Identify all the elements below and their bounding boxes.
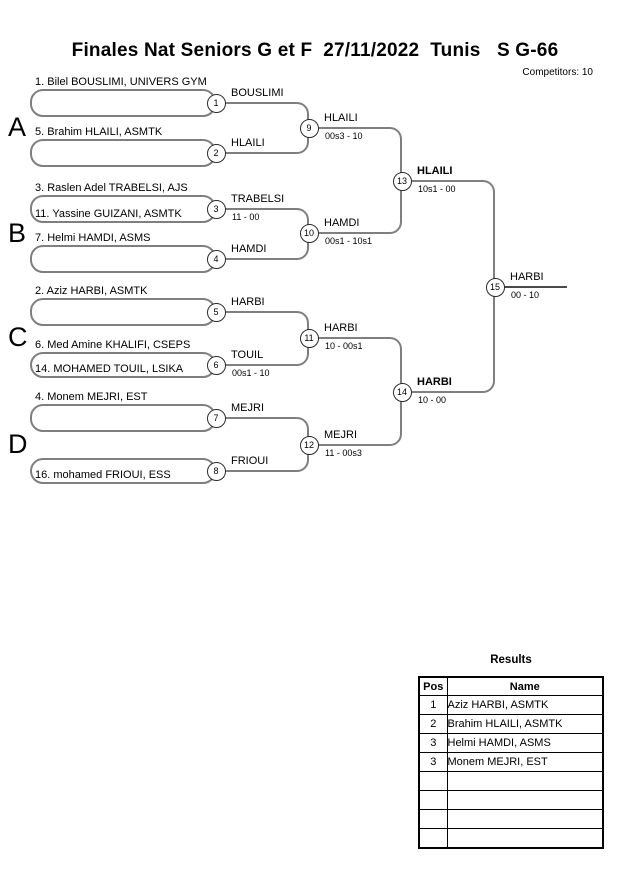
match-number-circle: 2: [206, 143, 226, 163]
match-number-circle: 9: [299, 118, 319, 138]
match-number-circle: 14: [392, 382, 412, 402]
match-number-circle: 15: [485, 277, 505, 297]
results-header-row: Pos Name: [418, 676, 604, 696]
entry-name: 6. Med Amine KHALIFI, CSEPS: [35, 339, 191, 351]
result-pos: [418, 771, 448, 791]
match-number-circle: 3: [206, 199, 226, 219]
match-number-circle: 12: [299, 435, 319, 455]
pair-bracket: [30, 245, 216, 273]
page-title: Finales Nat Seniors G et F 27/11/2022 Tu…: [71, 40, 559, 61]
result-pos: 2: [418, 714, 448, 734]
result-name: Brahim HLAILI, ASMTK: [446, 714, 604, 734]
match-score: 10 - 00: [418, 395, 447, 405]
result-pos: [418, 828, 448, 849]
match-number-circle: 7: [206, 408, 226, 428]
group-label-a: A: [8, 112, 27, 142]
match-score: 00 - 10: [511, 290, 540, 300]
table-row: [418, 828, 604, 849]
group-label-d: D: [8, 429, 28, 459]
entry-name: 1. Bilel BOUSLIMI, UNIVERS GYM: [35, 76, 207, 88]
match-winner: MEJRI: [324, 429, 357, 441]
match-winner: HAMDI: [324, 217, 360, 229]
result-name: Helmi HAMDI, ASMS: [446, 733, 604, 753]
table-row: 2 Brahim HLAILI, ASMTK: [418, 714, 604, 734]
group-label-b: B: [8, 218, 27, 248]
match-score: 11 - 00s3: [325, 448, 362, 458]
table-row: 3 Helmi HAMDI, ASMS: [418, 733, 604, 753]
results-col-pos: Pos: [418, 676, 448, 696]
result-name: [446, 809, 604, 829]
result-name: [446, 828, 604, 849]
pair-bracket: [30, 89, 216, 117]
match-number-circle: 1: [206, 93, 226, 113]
match-winner: FRIOUI: [231, 455, 269, 467]
match-winner: HARBI: [510, 271, 544, 283]
match-winner: HAMDI: [231, 243, 267, 255]
results-table: Pos Name 1 Aziz HARBI, ASMTK 2 Brahim HL…: [418, 676, 604, 849]
match-score: 00s3 - 10: [325, 131, 363, 141]
match-winner: HLAILI: [231, 137, 265, 149]
table-row: 3 Monem MEJRI, EST: [418, 752, 604, 772]
entry-name: 7. Helmi HAMDI, ASMS: [35, 232, 151, 244]
entry-name: 16. mohamed FRIOUI, ESS: [35, 469, 171, 481]
match-winner: HARBI: [417, 376, 452, 388]
table-row: [418, 771, 604, 791]
result-name: [446, 790, 604, 810]
match-number-circle: 11: [299, 328, 319, 348]
entry-name: 4. Monem MEJRI, EST: [35, 391, 148, 403]
entry-name: 2. Aziz HARBI, ASMTK: [35, 285, 148, 297]
entry-name: 3. Raslen Adel TRABELSI, AJS: [35, 182, 188, 194]
result-name: Aziz HARBI, ASMTK: [446, 695, 604, 715]
result-pos: 3: [418, 733, 448, 753]
match-score: 10s1 - 00: [418, 184, 456, 194]
match-number-circle: 6: [206, 355, 226, 375]
group-label-c: C: [8, 322, 28, 352]
entry-name: 14. MOHAMED TOUIL, LSIKA: [35, 363, 184, 375]
results-col-name: Name: [446, 676, 604, 696]
match-number-circle: 5: [206, 302, 226, 322]
final-winner-line: [495, 286, 567, 288]
match-winner: HLAILI: [324, 112, 358, 124]
result-pos: [418, 809, 448, 829]
pair-bracket: [30, 404, 216, 432]
result-pos: 3: [418, 752, 448, 772]
table-row: [418, 809, 604, 829]
connector-bracket: [411, 180, 495, 393]
match-score: 00s1 - 10s1: [325, 236, 373, 246]
match-winner: BOUSLIMI: [231, 87, 284, 99]
table-row: [418, 790, 604, 810]
result-pos: 1: [418, 695, 448, 715]
match-winner: TRABELSI: [231, 193, 285, 205]
match-winner: TOUIL: [231, 349, 264, 361]
result-name: Monem MEJRI, EST: [446, 752, 604, 772]
match-winner: HLAILI: [417, 165, 453, 177]
match-winner: HARBI: [324, 322, 358, 334]
match-score: 11 - 00: [232, 212, 260, 222]
pair-bracket: [30, 298, 216, 326]
pair-bracket: [30, 139, 216, 167]
match-number-circle: 4: [206, 249, 226, 269]
entry-name: 11. Yassine GUIZANI, ASMTK: [35, 208, 182, 220]
table-row: 1 Aziz HARBI, ASMTK: [418, 695, 604, 715]
competitors-count: Competitors: 10: [522, 67, 593, 78]
result-name: [446, 771, 604, 791]
match-winner: HARBI: [231, 296, 265, 308]
match-number-circle: 10: [299, 223, 319, 243]
match-winner: MEJRI: [231, 402, 264, 414]
match-number-circle: 13: [392, 171, 412, 191]
result-pos: [418, 790, 448, 810]
entry-name: 5. Brahim HLAILI, ASMTK: [35, 126, 163, 138]
match-score: 00s1 - 10: [232, 368, 270, 378]
results-title: Results: [490, 654, 532, 666]
match-score: 10 - 00s1: [325, 341, 363, 351]
match-number-circle: 8: [206, 461, 226, 481]
